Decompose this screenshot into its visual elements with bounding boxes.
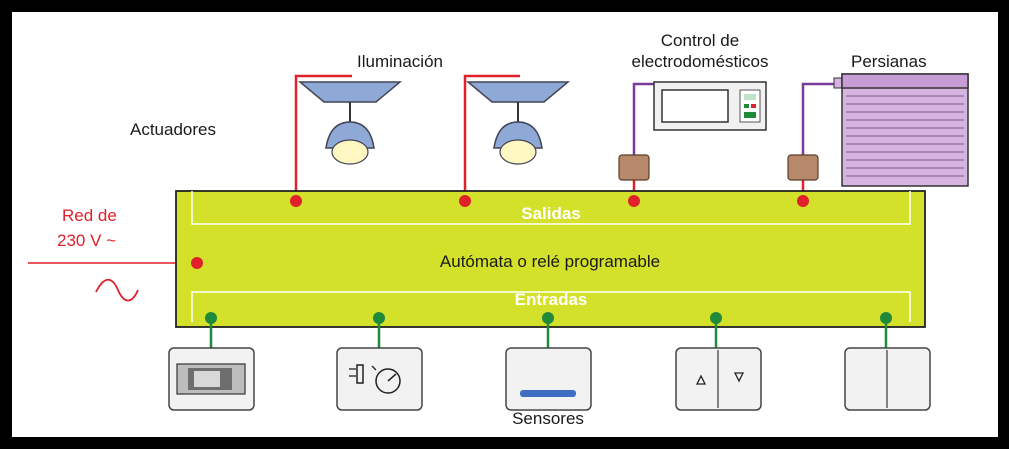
up-down-switch — [675, 347, 762, 411]
appliance-control-label-line1: Control de — [660, 31, 740, 50]
inputs-bracket — [191, 291, 911, 322]
outputs-label: Salidas — [521, 204, 581, 223]
mains-label-line1: Red de — [62, 206, 117, 225]
appliance-wires — [632, 82, 834, 155]
appliance-actuator-module — [618, 154, 650, 181]
ac-sine-symbol — [95, 278, 139, 302]
clock-icon — [375, 368, 401, 394]
inputs-label: Entradas — [514, 290, 588, 309]
light-sensor — [505, 347, 592, 411]
microwave-appliance — [653, 81, 767, 131]
arrow-down-icon — [733, 372, 745, 383]
motion-sensor — [168, 347, 255, 411]
controller-label: Autómata o relé programable — [439, 252, 661, 271]
blinds-label: Persianas — [851, 52, 927, 71]
appliance-control-label-line2: electrodomésticos — [631, 52, 769, 71]
blind-control-wire — [801, 82, 834, 155]
output-terminals — [290, 195, 809, 207]
input-terminals — [205, 312, 892, 324]
lamp-2-wire — [463, 74, 520, 200]
illumination-label: Iluminación — [357, 52, 443, 71]
actuators-label: Actuadores — [130, 120, 216, 139]
mains-label-line2: 230 V ~ — [57, 231, 117, 250]
ceiling-lamp-1 — [297, 81, 403, 165]
sensors-label: Sensores — [512, 409, 584, 428]
timer-sensor — [336, 347, 423, 411]
lamp-1-wire — [294, 74, 352, 200]
mains-terminal — [191, 257, 203, 269]
blind-actuator-module — [787, 154, 819, 181]
appliance-control-wire — [632, 82, 654, 155]
outputs-bracket — [191, 191, 911, 225]
ceiling-lamp-2 — [465, 81, 571, 165]
arrow-up-icon — [695, 374, 707, 385]
controller-block — [175, 190, 926, 328]
roller-blind — [833, 73, 969, 187]
double-switch — [844, 347, 931, 411]
